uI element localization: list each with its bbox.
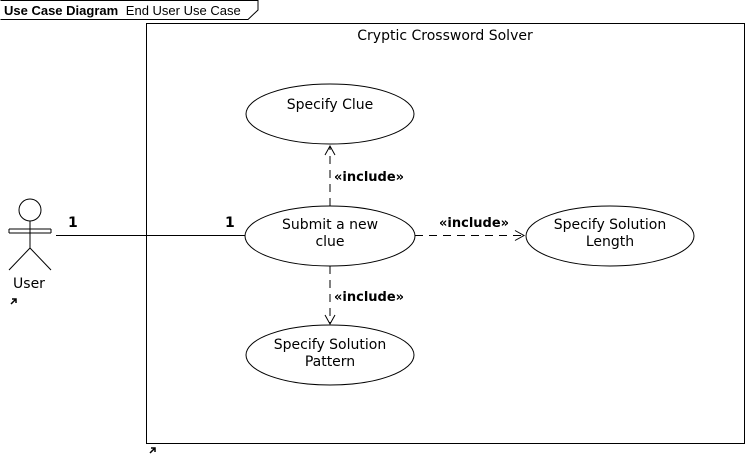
system-link-icon[interactable]: [149, 447, 156, 454]
include-label-clue: «include»: [334, 170, 404, 185]
actor-multiplicity: 1: [68, 215, 78, 231]
usecase-label-line1: Specify Solution: [554, 217, 666, 233]
usecase-submit-clue[interactable]: Submit a new clue: [244, 205, 416, 267]
usecase-label-line2: Pattern: [305, 354, 355, 370]
include-to-solution-pattern[interactable]: «include»: [324, 266, 404, 326]
usecase-multiplicity: 1: [225, 215, 235, 231]
usecase-label-line1: Specify Solution: [274, 337, 386, 353]
diagram-frame: Use Case Diagram End User Use Case: [0, 0, 259, 20]
usecase-ellipse[interactable]: [245, 324, 415, 386]
usecase-label: Specify Clue: [287, 97, 374, 113]
include-to-specify-clue[interactable]: «include»: [324, 144, 404, 206]
include-to-solution-length[interactable]: «include»: [415, 216, 526, 241]
frame-name-label: End User Use Case: [126, 3, 241, 18]
actor-user[interactable]: User: [8, 198, 52, 305]
usecase-solution-length[interactable]: Specify Solution Length: [525, 205, 695, 267]
frame-kind-label: Use Case Diagram: [4, 3, 118, 18]
usecase-label-line1: Submit a new: [282, 217, 378, 233]
usecase-specify-clue[interactable]: Specify Clue: [245, 83, 415, 145]
system-title: Cryptic Crossword Solver: [357, 28, 533, 44]
usecase-label-line2: Length: [586, 234, 634, 250]
include-label-pattern: «include»: [334, 290, 404, 305]
usecase-ellipse[interactable]: [245, 83, 415, 145]
frame-tab: [0, 0, 259, 20]
usecase-solution-pattern[interactable]: Specify Solution Pattern: [245, 324, 415, 386]
actor-link-icon[interactable]: [10, 298, 17, 305]
actor-label: User: [13, 276, 45, 292]
stick-figure-icon: [8, 198, 52, 271]
usecase-ellipse[interactable]: [525, 205, 695, 267]
usecase-label-line2: clue: [315, 234, 344, 250]
include-label-length: «include»: [439, 216, 509, 231]
usecase-ellipse[interactable]: [244, 205, 416, 267]
svg-text:Use Case Diagram End Use: Use Case Diagram End User Use Case: [4, 3, 241, 18]
